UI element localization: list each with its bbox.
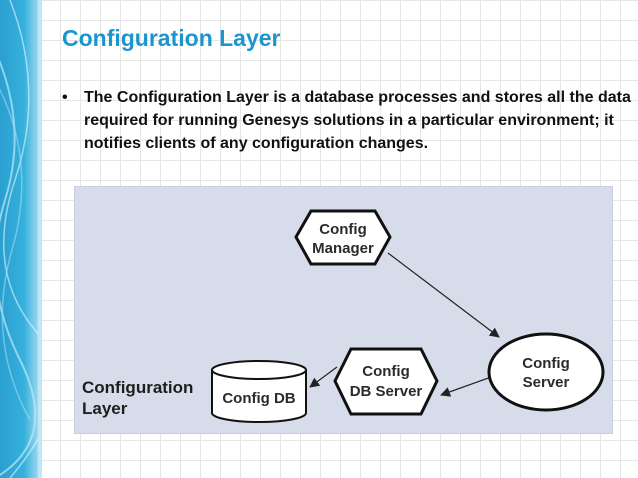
config-server-label-line1: Config (522, 355, 569, 372)
config-manager-label-line1: Config (319, 221, 366, 238)
node-config-db-server: Config DB Server (333, 347, 439, 416)
slide-title: Configuration Layer (62, 25, 281, 51)
bullet-marker: • (62, 89, 68, 106)
architecture-diagram: Config Manager Config Server Config DB S… (82, 209, 605, 423)
config-db-label: Config DB (222, 390, 295, 407)
bullet-point: • The Configuration Layer is a database … (62, 86, 632, 155)
edge-server-to-dbserver (440, 375, 495, 397)
config-server-label-line2: Server (523, 374, 570, 391)
decorative-sidebar (0, 0, 40, 478)
node-config-server: Config Server (487, 332, 605, 412)
layer-label-line2: Layer (82, 399, 128, 418)
node-config-manager: Config Manager (294, 209, 392, 266)
diagram-panel: Config Manager Config Server Config DB S… (74, 186, 613, 434)
edge-dbserver-to-configdb (309, 366, 338, 388)
layer-label-line1: Configuration (82, 378, 193, 397)
node-config-db: Config DB (211, 360, 307, 423)
bullet-text: The Configuration Layer is a database pr… (84, 89, 631, 152)
sidebar-edge (38, 0, 42, 478)
edge-manager-to-server (387, 252, 500, 338)
config-db-server-label-line2: DB Server (350, 383, 423, 400)
sidebar-swirl-graphic (0, 0, 40, 478)
config-db-server-label-line1: Config (362, 363, 409, 380)
config-manager-label-line2: Manager (312, 240, 374, 257)
